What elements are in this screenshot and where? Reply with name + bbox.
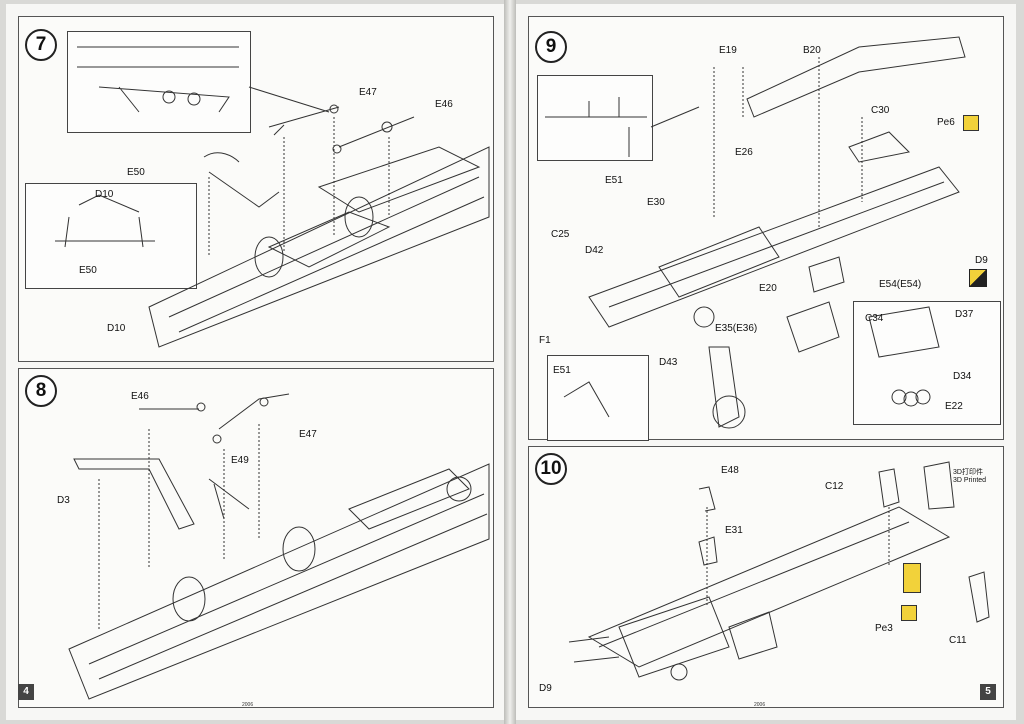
step10-panel: 10 E48 C12 3D打印件 3D Printed E31 Pe3 [528,446,1004,708]
pe6-icon [963,115,979,131]
page-code-left: 2006 [242,702,254,708]
label-d37: D37 [955,309,974,320]
step7-d10-inset [25,183,197,289]
label-e49: E49 [231,455,249,466]
step7-panel: 7 [18,16,494,362]
step7-drawing [55,46,490,348]
step8-panel: 8 E46 E47 E49 D3 [18,368,494,708]
label-d3: D3 [57,495,70,506]
label-e48: E48 [721,465,739,476]
step9-drawing [545,36,966,429]
label-f1: F1 [539,335,551,346]
label-e22: E22 [945,401,963,412]
label-d10: D10 [95,189,114,200]
label-e51: E51 [605,175,623,186]
step9-panel: 9 E19 B20 [528,16,1004,441]
d9-icon [969,269,987,287]
label-c11: C11 [949,635,967,646]
label-pe6: Pe6 [937,117,955,128]
label-e47: E47 [299,429,317,440]
label-e35: E35(E36) [715,323,758,334]
step9-detail-inset [537,75,653,161]
label-e31: E31 [725,525,743,536]
label-d9: D9 [539,683,552,694]
label-e26: E26 [735,147,753,158]
step9-c34-inset [853,301,1001,425]
step8-number: 8 [25,375,57,407]
label-e47: E47 [359,87,377,98]
left-page: 7 [6,4,504,720]
step8-drawing [68,393,490,700]
label-d43: D43 [659,357,678,368]
step7-detail-inset [67,31,251,133]
label-e50: E50 [127,167,145,178]
label-e46: E46 [131,391,149,402]
pe3-part [903,563,921,593]
label-e20: E20 [759,283,777,294]
label-e19: E19 [719,45,737,56]
label-b20: B20 [803,45,821,56]
label-d10-main: D10 [107,323,126,334]
label-d34: D34 [953,371,972,382]
page-code-right: 2006 [754,702,766,708]
label-3d-printed-cn: 3D打印件 [953,469,983,476]
right-page: 9 E19 B20 [516,4,1016,720]
step7-number: 7 [25,29,57,61]
step9-number: 9 [535,31,567,63]
label-e51-inset: E51 [553,365,571,376]
page-number-left: 4 [18,684,34,700]
label-e54: E54(E54) [879,279,922,290]
page-number-right: 5 [980,684,996,700]
label-e30: E30 [647,197,665,208]
label-e46: E46 [435,99,453,110]
label-c30: C30 [871,105,890,116]
pe3-icon [901,605,917,621]
label-c34: C34 [865,313,884,324]
label-e50-inset: E50 [79,265,97,276]
label-c25: C25 [551,229,570,240]
label-pe3: Pe3 [875,623,893,634]
label-3d-printed-en: 3D Printed [953,477,987,484]
step10-number: 10 [535,453,567,485]
step10-drawing [568,461,990,681]
book-gutter [504,0,516,724]
label-d42: D42 [585,245,604,256]
label-c12: C12 [825,481,844,492]
label-d9: D9 [975,255,988,266]
